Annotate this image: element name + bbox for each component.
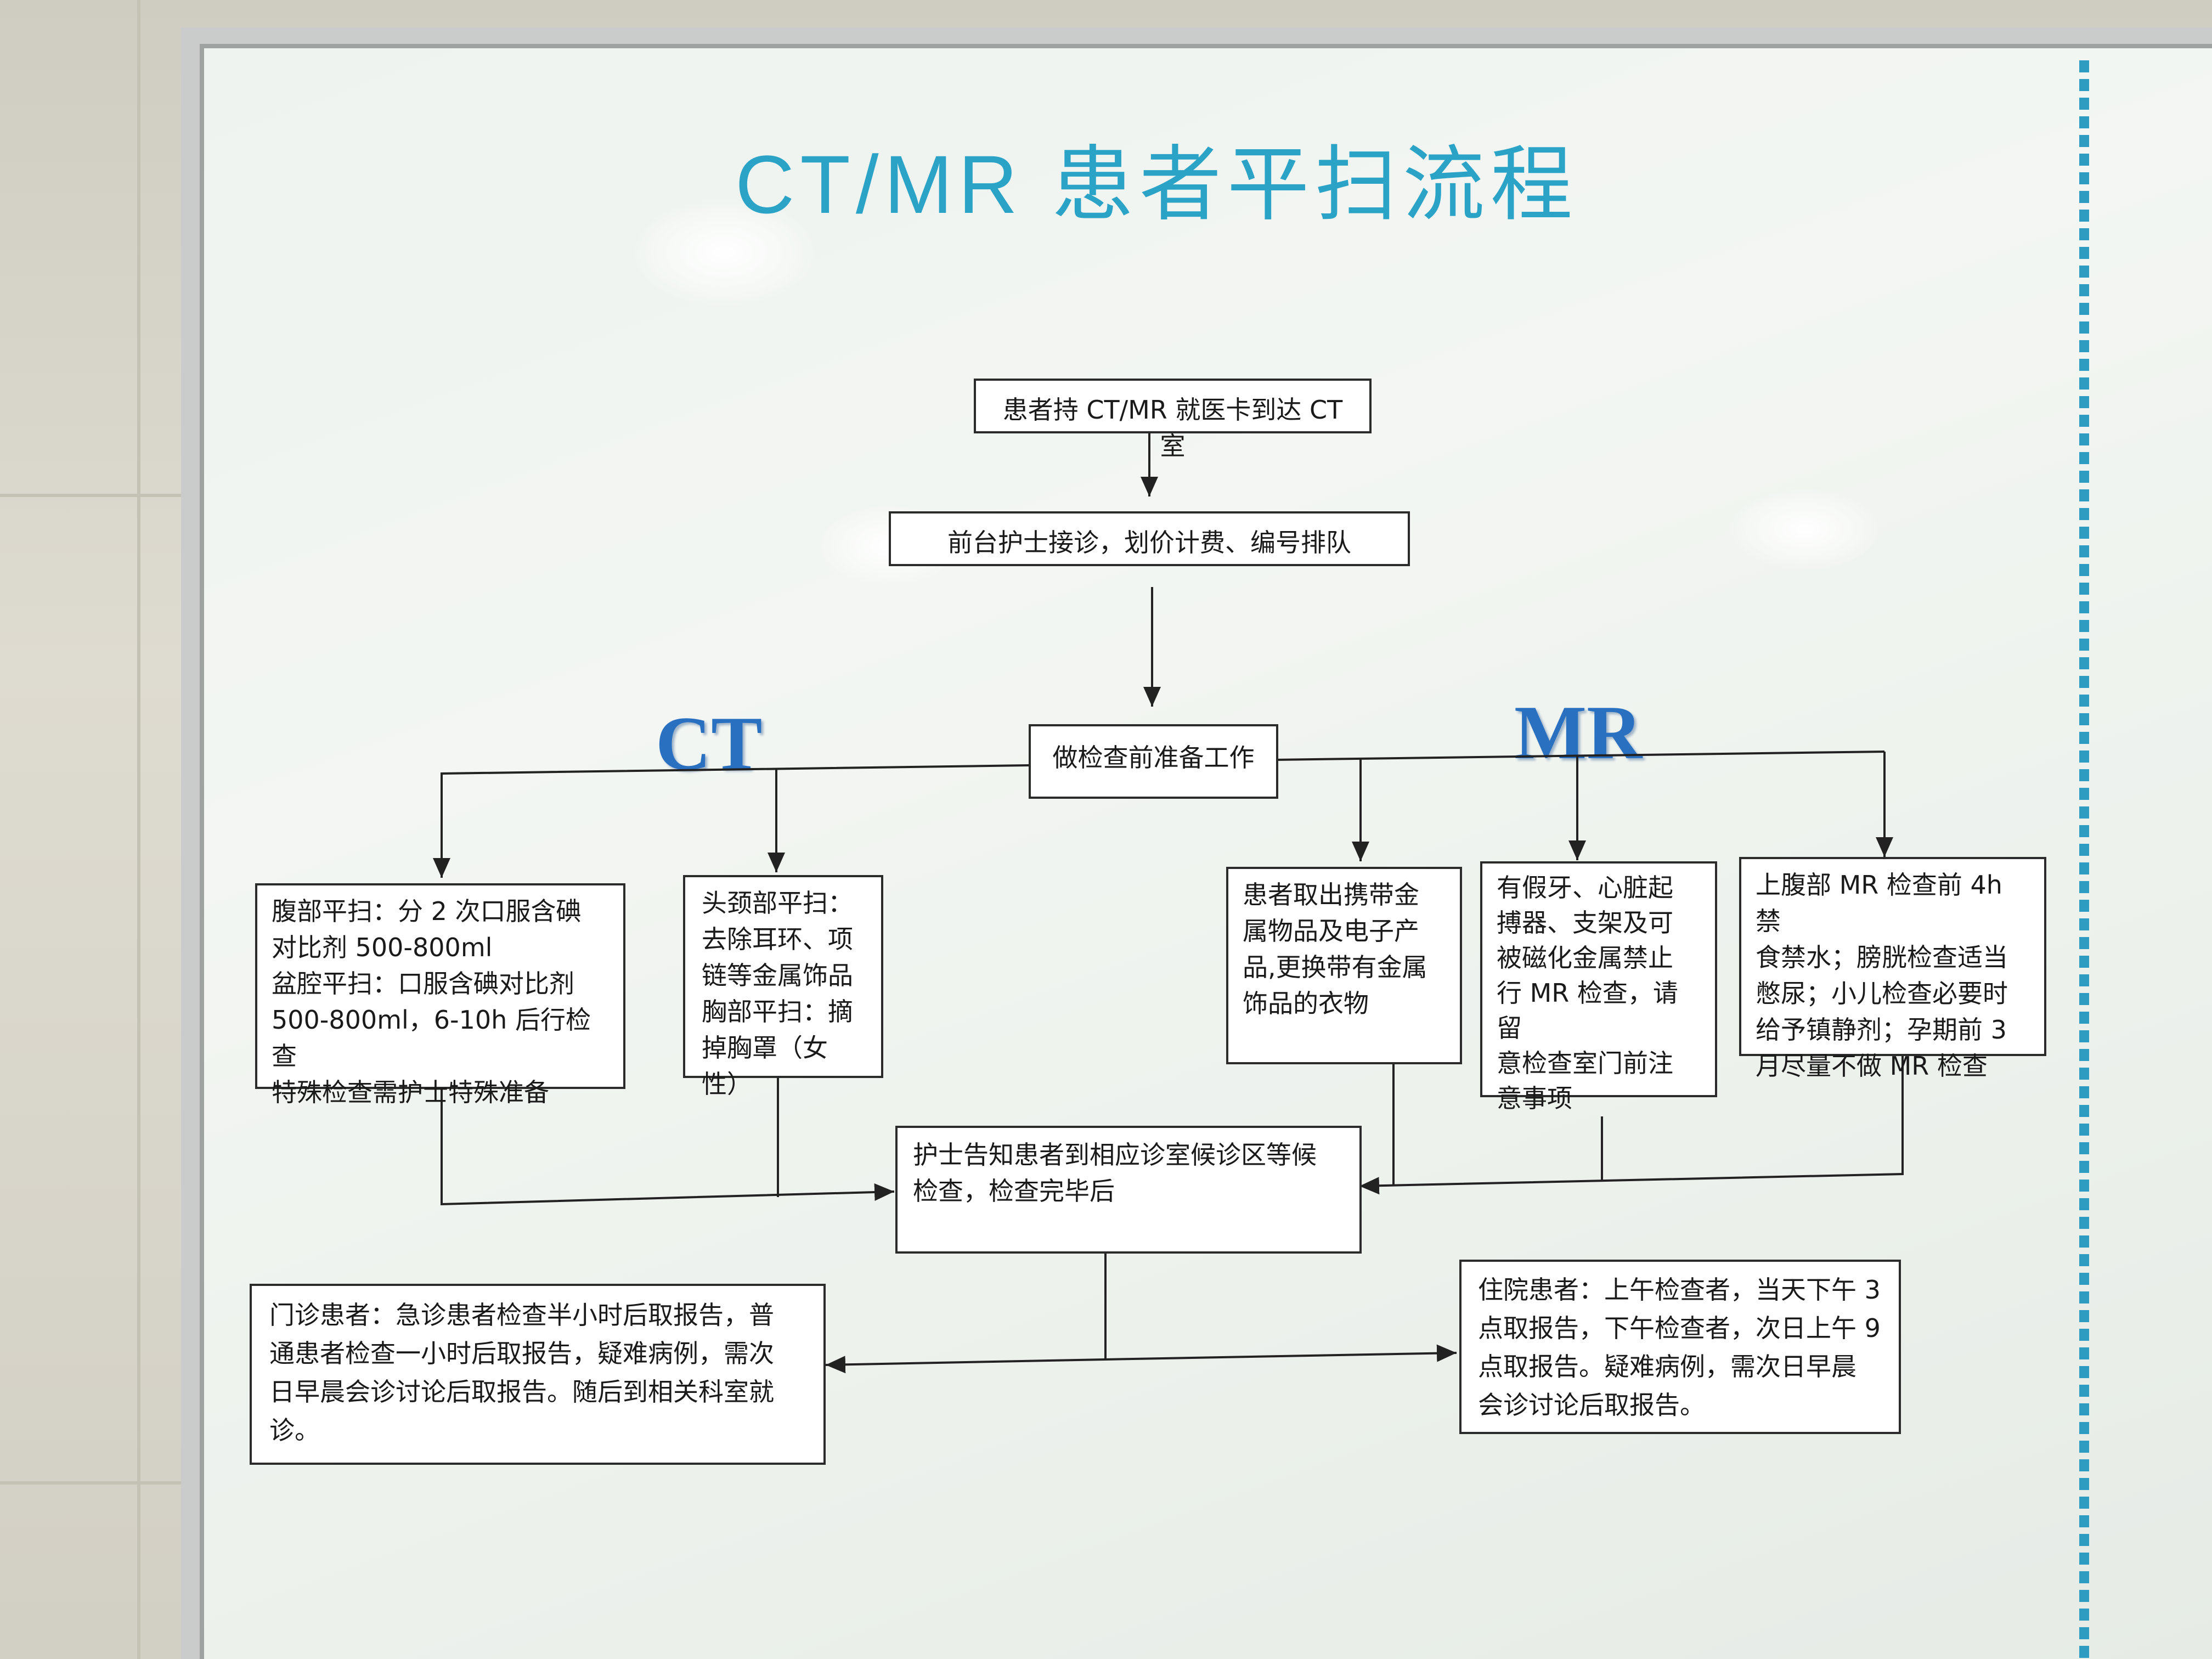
mr-merge-line [1359,1056,1904,1195]
poster-frame [200,44,2212,1659]
outpatient-arrow [825,1356,1106,1374]
inpatient-arrow [1105,1344,1457,1362]
wall-tile-seam [137,0,140,1659]
ct-branch-line [433,764,1029,878]
poster-title: CT/MR 患者平扫流程 [735,138,1578,230]
report-outpatient-box: 门诊患者：急诊患者检查半小时后取报告，普 通患者检查一小时后取报告，疑难病例，需… [250,1284,826,1465]
step-reception: 前台护士接诊，划价计费、编号排队 [889,511,1410,566]
wall-tile-seam [0,1481,181,1485]
ct-head-chest-box: 头颈部平扫： 去除耳环、项 链等金属饰品 胸部平扫：摘 掉胸罩（女性） [683,875,883,1099]
glare-spot [631,198,817,307]
mr-implants-box: 有假牙、心脏起 搏器、支架及可 被磁化金属禁止 行 MR 检查，请留 意检查室门… [1480,861,1717,1113]
ct-abdomen-pelvis-box: 腹部平扫：分 2 次口服含碘 对比剂 500-800ml 盆腔平扫：口服含碘对比… [255,883,625,1107]
ct-merge-line [441,1089,895,1206]
dashed-border [2079,60,2089,1659]
report-inpatient-box: 住院患者：上午检查者，当天下午 3 点取报告，下午检查者，次日上午 9 点取报告… [1459,1260,1901,1434]
mr-metal-box: 患者取出携带金 属物品及电子产 品,更换带有金属 饰品的衣物 [1226,867,1462,1064]
wall-tile-seam [0,494,181,497]
step-prepare: 做检查前准备工作 [1029,724,1278,799]
ct-branch-label: CT [656,701,763,786]
mr-upper-abdomen-box: 上腹部 MR 检查前 4h 禁 食禁水；膀胱检查适当 憋尿；小儿检查必要时 给予… [1739,857,2046,1081]
step-wait: 护士告知患者到相应诊室候诊区等候 检查，检查完毕后 [895,1126,1362,1254]
mr-branch-line [1275,751,1885,761]
step-arrive: 患者持 CT/MR 就医卡到达 CT 室 [974,379,1372,461]
glare-spot [1728,488,1882,571]
